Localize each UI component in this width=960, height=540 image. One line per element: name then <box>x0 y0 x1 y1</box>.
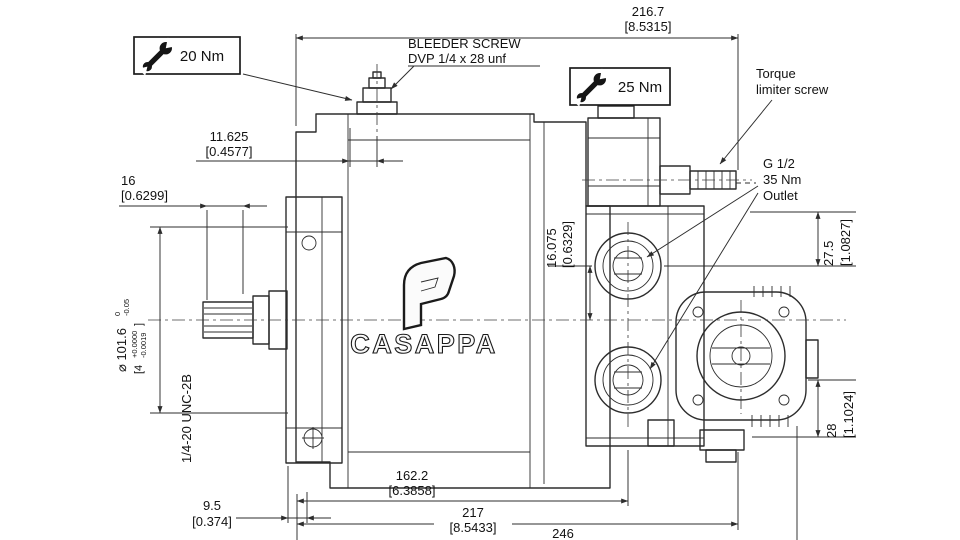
mounting-flange <box>285 196 343 464</box>
pump-body <box>295 113 611 489</box>
torque-20-callout <box>133 36 241 77</box>
rear-cover-plate <box>675 286 819 427</box>
torque-25-label: 25 Nm <box>618 79 662 96</box>
dim-port-upper-group: 27.5 [1.0827] <box>821 219 853 266</box>
dim-port-length-in: [6.3858] <box>389 483 436 498</box>
flange-bolt-hole-top <box>301 235 317 251</box>
dim-spline-mm: 16 <box>121 173 135 188</box>
dim-body-length-in: [8.5433] <box>450 520 497 535</box>
label-thread: 1/4-20 UNC-2B <box>179 374 194 463</box>
dim-pilot-diameter-tol-lower: -0.05 <box>122 299 131 316</box>
label-bleeder-screw-line2: DVP 1/4 x 28 unf <box>408 51 506 66</box>
dim-port-mid-group: 16.075 [0.6329] <box>544 221 575 268</box>
leader-lines <box>242 65 773 370</box>
torque-limiter-assembly <box>587 105 737 207</box>
dim-pilot-diameter-prefix: ⌀ 101.6 <box>114 328 129 372</box>
label-outlet-name: Outlet <box>763 188 798 203</box>
dim-pilot-diameter-inch-tol-lower: -0.0019 <box>139 333 148 358</box>
dim-port-upper-mm: 27.5 <box>821 241 836 266</box>
dim-overall-top-mm: 216.7 <box>632 4 665 19</box>
dim-pilot-diameter-inch-close: ] <box>133 323 145 326</box>
dim-flange-offset-mm: 9.5 <box>203 498 221 513</box>
casappa-logo-text: CASAPPA <box>350 329 498 359</box>
dim-flange-offset-in: [0.374] <box>192 514 232 529</box>
dim-overall-length-mm: 246 <box>552 526 574 540</box>
torque-25-callout <box>569 67 671 108</box>
outlet-port-bottom <box>594 346 662 414</box>
dim-bleeder-offset-in: [0.4577] <box>206 144 253 159</box>
dim-pilot-diameter-inch-open: [4 <box>133 365 145 374</box>
casappa-logo: CASAPPA <box>350 256 498 360</box>
dim-port-mid-in: [0.6329] <box>560 221 575 268</box>
casappa-logo-mark <box>402 256 456 331</box>
label-outlet-thread: G 1/2 <box>763 156 795 171</box>
label-outlet-torque: 35 Nm <box>763 172 801 187</box>
centerlines <box>148 64 846 428</box>
label-thread-group: 1/4-20 UNC-2B <box>179 374 194 463</box>
pump-drawing <box>202 71 819 489</box>
dimension-lines <box>119 34 856 540</box>
dim-pilot-diameter-tol-upper: 0 <box>113 312 122 316</box>
torque-20-label: 20 Nm <box>180 48 224 65</box>
dim-port-upper-in: [1.0827] <box>838 219 853 266</box>
dim-port-lower-group: 28 [1.1024] <box>824 391 856 438</box>
dim-body-length-mm: 217 <box>462 505 484 520</box>
label-torque-limiter-line2: limiter screw <box>756 82 829 97</box>
dim-overall-top-in: [8.5315] <box>625 19 672 34</box>
dim-port-mid-mm: 16.075 <box>544 228 559 268</box>
label-bleeder-screw-line1: BLEEDER SCREW <box>408 36 521 51</box>
dim-pilot-diameter-inch-tol-upper: +0.0000 <box>130 331 139 358</box>
dim-bleeder-offset-mm: 11.625 <box>210 129 249 144</box>
annotations: 216.7 [8.5315] BLEEDER SCREW DVP 1/4 x 2… <box>113 4 856 540</box>
dim-port-length-mm: 162.2 <box>396 468 429 483</box>
dim-port-lower-mm: 28 <box>824 424 839 438</box>
dim-spline-in: [0.6299] <box>121 188 168 203</box>
dim-pilot-diameter: ⌀ 101.6 0 -0.05 [4 +0.0000 -0.0019 ] <box>113 299 148 374</box>
label-torque-limiter-line1: Torque <box>756 66 796 81</box>
dim-port-lower-in: [1.1024] <box>841 391 856 438</box>
port-block <box>585 205 745 463</box>
